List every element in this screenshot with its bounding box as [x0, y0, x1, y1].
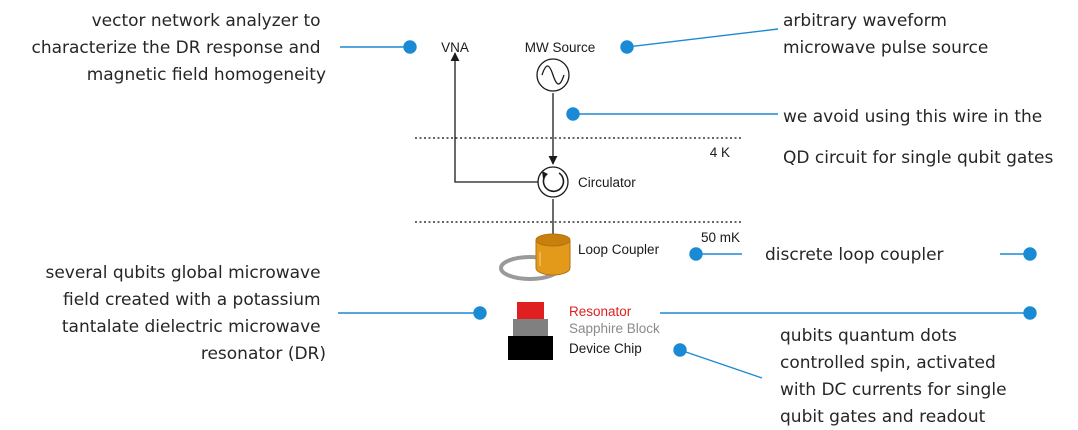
callout-dot-wire: [566, 107, 580, 121]
callout-dot-mw-source: [620, 40, 634, 54]
resonator-block: [517, 302, 544, 319]
stage-label-4k: 4 K: [710, 145, 730, 160]
loop-coupler-graphic: [499, 233, 571, 281]
callout-line-device-chip: [679, 349, 763, 379]
callout-dot-loop-coupler-a: [689, 247, 703, 261]
circulator-label: Circulator: [578, 175, 636, 190]
annotation-mw-source: arbitrary waveform microwave pulse sourc…: [783, 11, 988, 58]
callout-dot-resonator-left: [473, 306, 487, 320]
annotation-device-chip: qubits quantum dots controlled spin, act…: [780, 326, 1012, 427]
sapphire-block: [513, 319, 548, 336]
annotation-resonator: several qubits global microwave field cr…: [45, 263, 326, 364]
stage-label-50mk: 50 mK: [701, 230, 740, 245]
callout-dot-loop-coupler-b: [1023, 247, 1037, 261]
sapphire-block-label: Sapphire Block: [569, 321, 660, 336]
resonator-label: Resonator: [569, 304, 632, 319]
mw-source-label: MW Source: [525, 40, 596, 55]
callout-dot-resonator-right: [1023, 306, 1037, 320]
vna-label: VNA: [441, 40, 469, 55]
circular-arrow-icon: [537, 166, 569, 198]
annotation-loop-coupler: discrete loop coupler: [765, 245, 944, 265]
callout-line-mw-source: [626, 28, 779, 48]
callout-dot-vna: [403, 40, 417, 54]
callout-dot-device-chip: [673, 343, 687, 357]
wire-circulator-to-vna: [450, 52, 538, 183]
device-chip-block: [508, 336, 553, 360]
sine-wave-icon: [536, 58, 570, 92]
loop-coupler-label: Loop Coupler: [578, 242, 660, 257]
annotation-vna: vector network analyzer to characterize …: [31, 11, 326, 85]
device-chip-label: Device Chip: [569, 341, 642, 356]
annotation-wire: we avoid using this wire in the QD circu…: [783, 107, 1053, 168]
